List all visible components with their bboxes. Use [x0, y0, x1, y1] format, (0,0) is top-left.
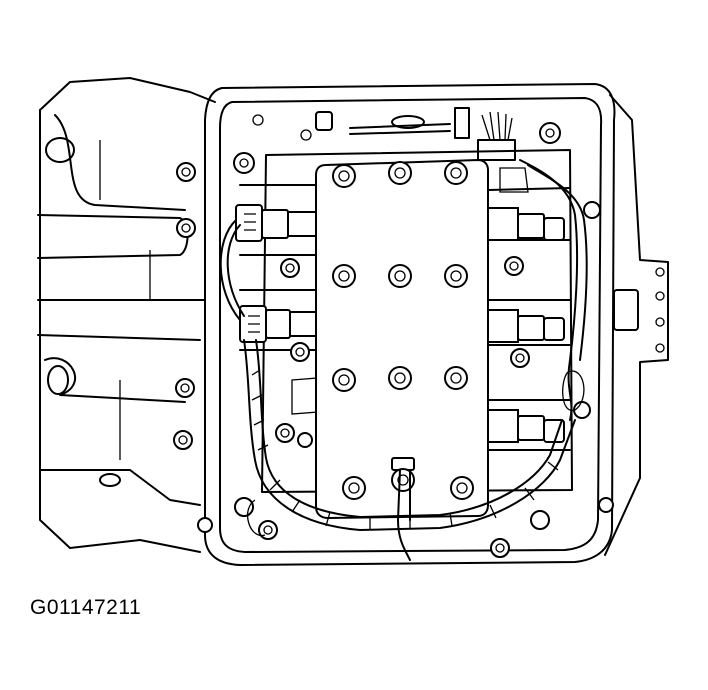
wire-connector-top: [252, 107, 516, 161]
transmission-case: [37, 77, 216, 553]
wiring-harness: [219, 159, 588, 561]
perimeter-bolts: [173, 122, 614, 558]
figure-id-label: G01147211: [30, 596, 142, 619]
solenoid-connectors-left: [235, 204, 317, 343]
valve-cover-plate: [315, 158, 489, 520]
pan-gasket: [204, 83, 616, 566]
solenoid-connectors-right: [487, 207, 565, 443]
